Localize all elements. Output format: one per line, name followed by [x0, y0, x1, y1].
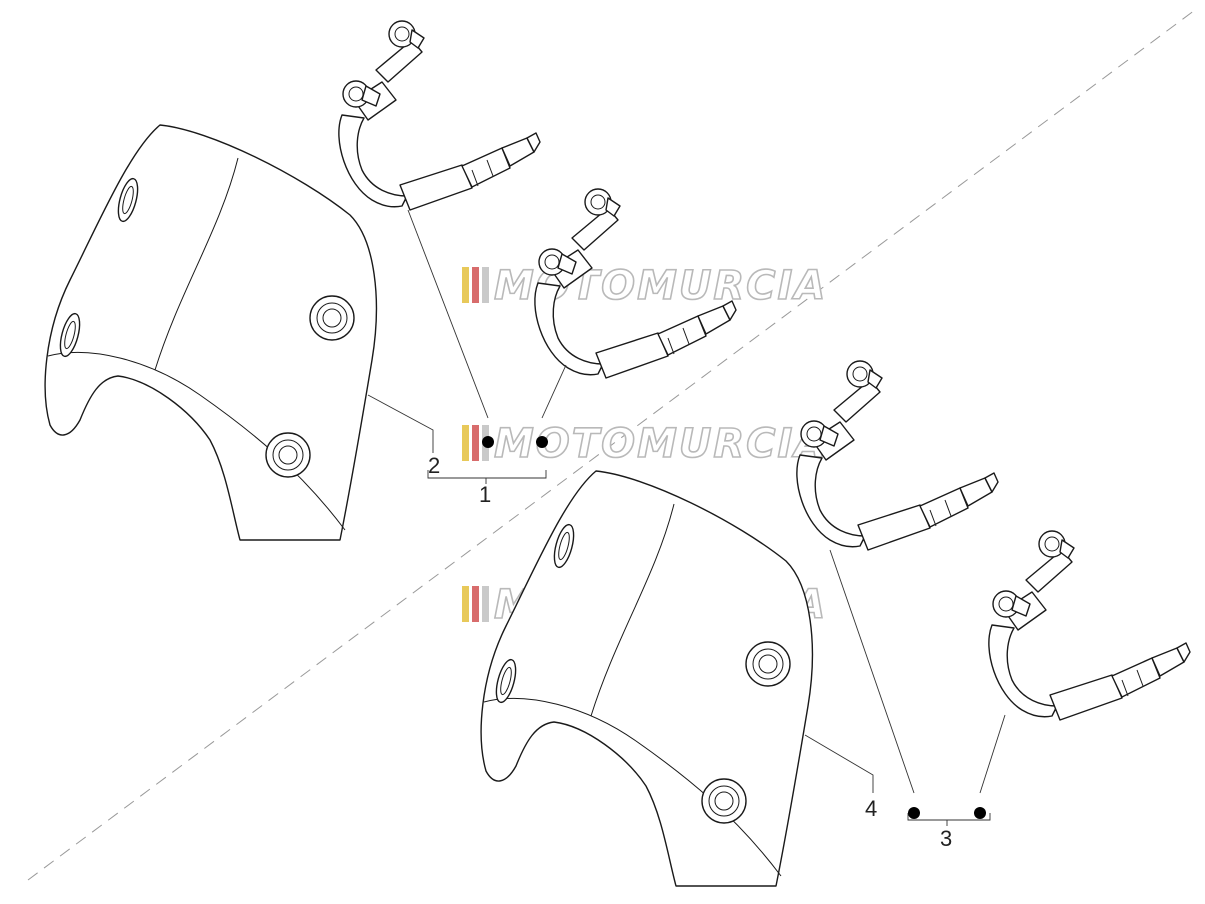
watermark-top: MOTOMURCIA [462, 262, 826, 310]
dashed-divider [27, 9, 1196, 881]
watermark-middle: MOTOMURCIA [462, 420, 827, 468]
callout-4: 4 [865, 796, 877, 821]
bracket-3-4 [907, 813, 991, 821]
bracket-1-2 [427, 470, 547, 479]
leader-3b [979, 714, 1006, 794]
bracket-1a [338, 20, 541, 211]
callout-1: 1 [479, 482, 491, 507]
dot-3b [974, 807, 986, 819]
leader-1b [541, 364, 567, 419]
dot-3a [908, 807, 920, 819]
leader-1a [407, 209, 489, 419]
windscreen-top [44, 124, 378, 541]
callout-3: 3 [940, 826, 952, 851]
callout-2: 2 [428, 453, 440, 478]
bracket-3a [796, 360, 999, 551]
leader-4 [804, 734, 874, 793]
dot-1b [536, 436, 548, 448]
svg-text:MOTOMURCIA: MOTOMURCIA [494, 421, 827, 467]
leader-3a [829, 549, 915, 794]
leader-2 [367, 394, 434, 453]
bracket-3b [988, 530, 1191, 721]
dot-1a [482, 436, 494, 448]
windscreen-bottom [480, 470, 814, 887]
